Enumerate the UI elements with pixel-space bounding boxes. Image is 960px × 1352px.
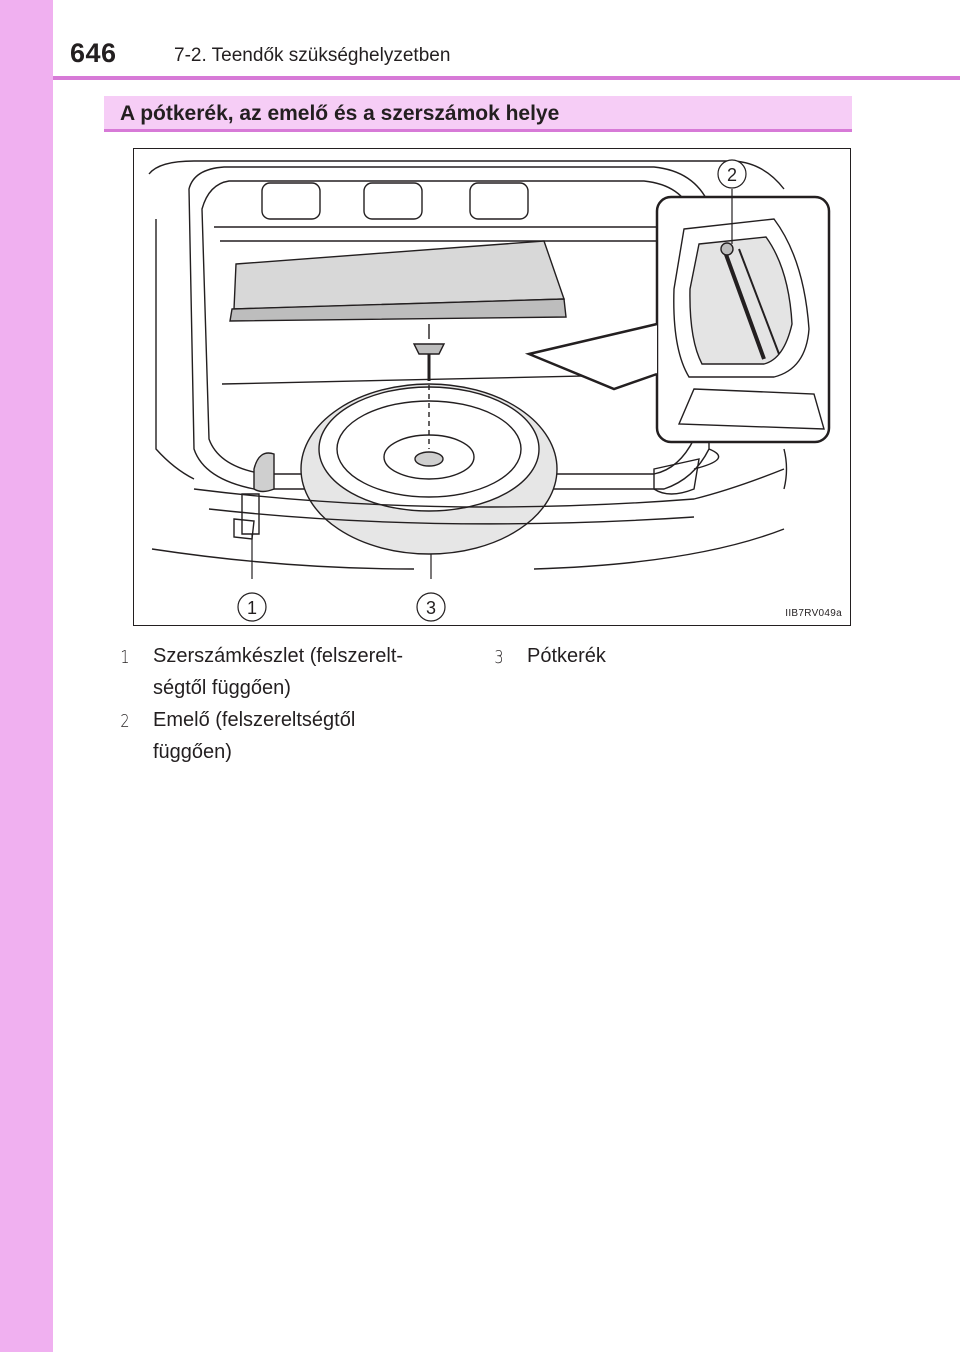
legend-item-3: 3 Pótkerék [484, 640, 824, 680]
legend-text: Szerszámkészlet (felszerelt- ségtől függ… [153, 645, 404, 699]
legend-item-1: 1 Szerszámkészlet (felszerelt- ségtől fü… [110, 640, 490, 710]
trunk-illustration: 1 3 2 [148, 159, 831, 622]
legend-number: 3 [494, 647, 504, 668]
legend-number: 2 [120, 711, 130, 732]
callout-2: 2 [727, 165, 737, 185]
page-number: 646 [70, 38, 117, 68]
legend-item-2: 2 Emelő (felszereltségtől függően) [110, 704, 490, 774]
illustration-frame: 1 3 2 IIB7RV049a [133, 148, 851, 626]
heading-box: A pótkerék, az emelő és a szerszámok hel… [104, 96, 852, 132]
side-band [0, 0, 53, 1352]
callout-3: 3 [426, 598, 436, 618]
callout-1: 1 [247, 598, 257, 618]
header-rule [53, 76, 960, 80]
legend-text: Emelő (felszereltségtől függően) [153, 709, 356, 763]
heading-text: A pótkerék, az emelő és a szerszámok hel… [120, 102, 560, 125]
legend-number: 1 [120, 647, 130, 668]
legend-text: Pótkerék [527, 645, 606, 667]
figure-code: IIB7RV049a [785, 608, 842, 619]
section-title: 7-2. Teendők szükséghelyzetben [174, 45, 451, 66]
